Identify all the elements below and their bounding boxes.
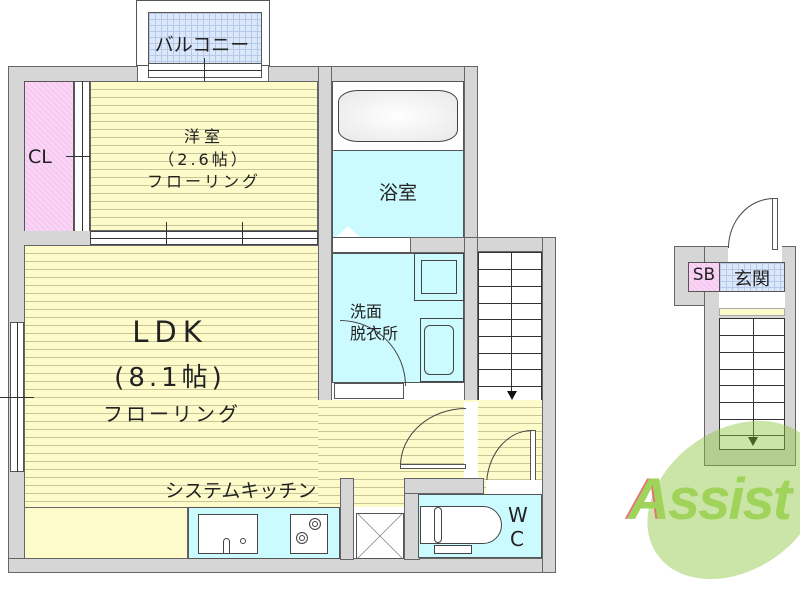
entrance-door-leaf <box>772 198 778 250</box>
washroom-line1: 洗面 <box>349 302 382 321</box>
bath-door <box>332 237 412 253</box>
kitchen-label: システムキッチン <box>165 480 317 502</box>
washing-machine-drum <box>421 260 457 294</box>
shoe-box-label: SB <box>692 265 716 285</box>
balcony-center-line <box>204 58 205 90</box>
ldk-name: LDK <box>132 315 208 349</box>
drain-icon <box>240 538 246 544</box>
washing-machine <box>414 253 464 301</box>
outer-wall-top-mid <box>268 66 478 81</box>
entrance-step <box>719 308 785 316</box>
entrance-stairs-line <box>753 319 754 439</box>
outer-wall-left <box>8 66 24 572</box>
logo-letter-a: A <box>628 467 670 532</box>
logo-rest: ssist <box>667 467 792 532</box>
vanity-sink <box>420 318 464 382</box>
toilet-bowl <box>420 506 502 544</box>
outer-wall-top-left <box>8 66 138 81</box>
stair-wall-left <box>464 237 478 402</box>
entrance-label: 玄関 <box>734 269 770 290</box>
closet-wall-bottom <box>24 231 90 245</box>
western-room-flooring: フローリング <box>146 172 261 191</box>
entrance <box>719 262 785 292</box>
outer-wall-right-upper <box>464 66 478 246</box>
outer-wall-right <box>542 237 556 573</box>
closet-pointer <box>66 156 100 157</box>
bathtub-basin <box>338 90 458 142</box>
burner-icon-1 <box>309 518 321 530</box>
kitchen-counter-left <box>24 507 188 559</box>
entrance-landing <box>719 292 785 308</box>
entrance-stairs-arrow-icon <box>748 437 758 446</box>
toilet-door-opening <box>486 480 542 494</box>
faucet-icon <box>223 538 230 554</box>
bath-door-marker <box>336 226 360 237</box>
hall-opening <box>464 402 478 482</box>
ldk <box>24 245 318 507</box>
stairs-main[interactable] <box>478 252 542 402</box>
entrance-door-swing[interactable] <box>728 198 774 248</box>
balcony <box>148 12 262 64</box>
floorplan-entrance: SB 玄関 <box>670 190 800 470</box>
ldk-size: (8.1帖) <box>114 363 226 393</box>
western-room-size: （2.6帖） <box>158 150 250 169</box>
western-room <box>90 81 318 231</box>
ldk-window-tick <box>0 397 34 398</box>
hall-door-leaf <box>400 464 466 469</box>
shoe-box <box>688 262 720 292</box>
stairs-direction-line <box>511 253 512 393</box>
vanity-basin <box>424 325 454 375</box>
bath-wall-left <box>318 66 332 402</box>
balcony-door-line <box>148 70 262 71</box>
toilet-label-c: C <box>510 527 524 551</box>
burner-icon-2 <box>296 532 308 544</box>
toilet-wall-top <box>404 478 484 494</box>
closet <box>24 81 74 232</box>
entrance-door-opening <box>728 246 782 262</box>
sliding-door-tick-2 <box>242 222 243 254</box>
kitchen-pillar <box>340 478 354 560</box>
toilet-paper <box>434 545 472 554</box>
floorplan-main: バルコニー CL 洋室 （2.6帖） フローリング 浴室 洗面 脱衣所 <box>0 0 556 573</box>
pipe-shaft <box>356 513 404 559</box>
sliding-door-tick-1 <box>166 222 167 254</box>
stairs-down-arrow-icon <box>507 391 517 400</box>
bathroom-label: 浴室 <box>378 182 417 204</box>
toilet-label-w: W <box>508 503 528 527</box>
balcony-label: バルコニー <box>154 34 250 56</box>
outer-wall-bottom <box>8 558 556 573</box>
stairs-entrance[interactable] <box>719 318 785 450</box>
balcony-door <box>148 64 262 78</box>
sliding-door-line <box>90 238 318 239</box>
closet-label: CL <box>28 146 52 168</box>
logo-text: Assist <box>628 466 792 533</box>
toilet-tank <box>434 507 442 543</box>
ldk-flooring: フローリング <box>103 402 241 426</box>
western-room-name: 洋室 <box>183 127 224 146</box>
